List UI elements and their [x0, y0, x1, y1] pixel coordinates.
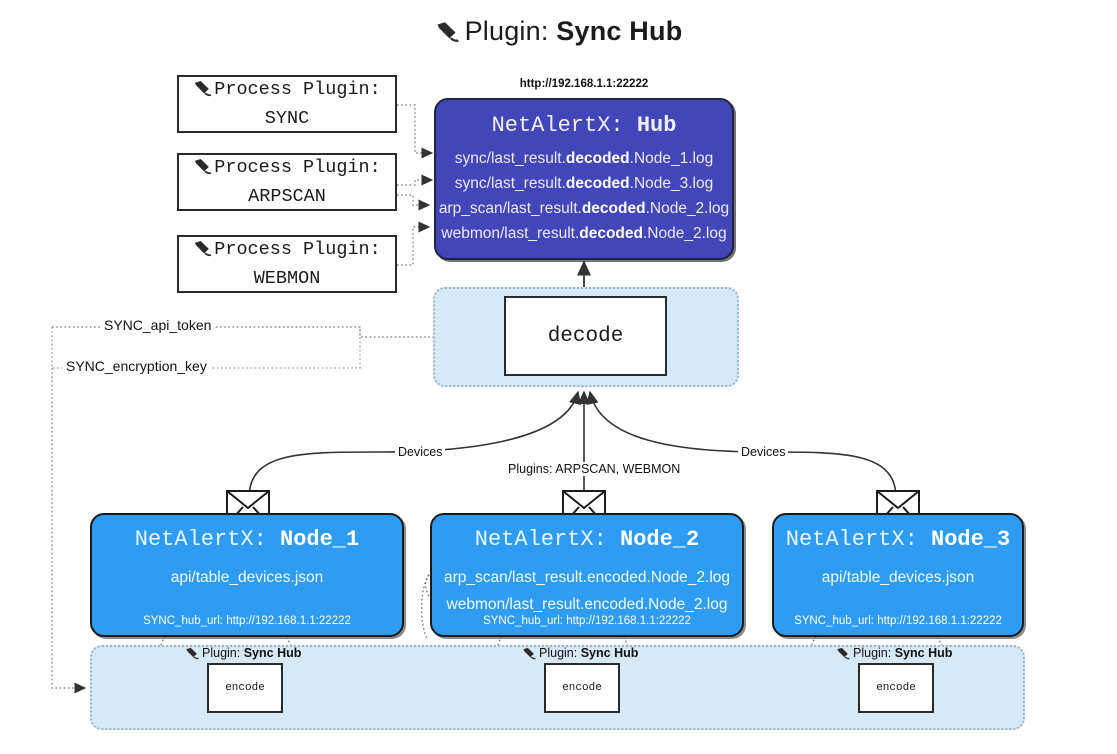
decode-label: decode: [547, 324, 624, 348]
hub-title: NetAlertX: Hub: [436, 113, 732, 138]
node-line: webmon/last_result.encoded.Node_2.log: [446, 596, 728, 613]
edge-label-plugins-mid: Plugins: ARPSCAN, WEBMON: [505, 462, 684, 476]
node-1-title: NetAlertX: Node_1: [134, 527, 360, 552]
encode-box-node-2[interactable]: encode: [544, 663, 620, 713]
plug-icon: [193, 80, 213, 106]
encode-label: encode: [876, 682, 916, 694]
plug-icon: [193, 240, 213, 266]
plug-icon: [836, 647, 851, 663]
process-plugin-webmon-label: Process Plugin:: [214, 238, 381, 260]
plug-icon: [522, 647, 537, 663]
sync-encryption-key-label: SYNC_encryption_key: [62, 358, 211, 374]
hub-url-label: http://192.168.1.1:22222: [519, 78, 649, 90]
hub-log-line: webmon/last_result.decoded.Node_2.log: [441, 225, 727, 242]
page-title-name: Sync Hub: [556, 16, 683, 46]
process-plugin-sync-box[interactable]: Process Plugin: SYNC: [177, 75, 397, 133]
node-line: api/table_devices.json: [170, 569, 324, 586]
node-3-lines: api/table_devices.json: [774, 564, 1022, 591]
hub-log-list: sync/last_result.decoded.Node_1.log sync…: [436, 146, 732, 246]
node-card-node-2[interactable]: NetAlertX: Node_2 arp_scan/last_result.e…: [430, 513, 744, 637]
plug-icon: [185, 647, 200, 663]
hub-title-name: Hub: [636, 113, 677, 138]
encode-group-3-label: Plugin: Sync Hub: [836, 646, 952, 663]
node-1-footer: SYNC_hub_url: http://192.168.1.1:22222: [143, 615, 351, 627]
hub-log-line: arp_scan/last_result.decoded.Node_2.log: [438, 200, 730, 217]
process-plugin-webmon-name: WEBMON: [253, 267, 321, 289]
encode-group-1-label: Plugin: Sync Hub: [185, 646, 301, 663]
page-title: Plugin: Sync Hub: [0, 16, 1117, 50]
decode-box[interactable]: decode: [504, 296, 667, 376]
node-line: api/table_devices.json: [821, 569, 975, 586]
process-plugin-sync-label: Process Plugin:: [214, 78, 381, 100]
edge-label-devices-left: Devices: [395, 445, 446, 459]
process-plugin-arpscan-box[interactable]: Process Plugin: ARPSCAN: [177, 153, 397, 211]
process-plugin-webmon-box[interactable]: Process Plugin: WEBMON: [177, 235, 397, 293]
node-line: arp_scan/last_result.encoded.Node_2.log: [443, 569, 731, 586]
hub-title-prefix: NetAlertX:: [491, 113, 624, 138]
encode-box-node-1[interactable]: encode: [207, 663, 283, 713]
hub-log-line: sync/last_result.decoded.Node_1.log: [454, 150, 714, 167]
sync-api-token-label: SYNC_api_token: [100, 317, 216, 333]
node-2-lines: arp_scan/last_result.encoded.Node_2.log …: [432, 564, 742, 618]
encode-group-2-label: Plugin: Sync Hub: [522, 646, 638, 663]
process-plugin-sync-name: SYNC: [264, 107, 310, 129]
page-title-prefix: Plugin:: [464, 16, 549, 46]
node-2-title: NetAlertX: Node_2: [474, 527, 700, 552]
node-3-title: NetAlertX: Node_3: [785, 527, 1011, 552]
node-card-node-1[interactable]: NetAlertX: Node_1 api/table_devices.json…: [90, 513, 404, 637]
encode-box-node-3[interactable]: encode: [858, 663, 934, 713]
process-plugin-sync-line1: Process Plugin:: [193, 77, 381, 106]
process-plugin-arpscan-label: Process Plugin:: [214, 156, 381, 178]
plug-icon: [435, 19, 461, 50]
hub-log-line: sync/last_result.decoded.Node_3.log: [454, 175, 714, 192]
plug-icon: [193, 158, 213, 184]
process-plugin-webmon-line1: Process Plugin:: [193, 237, 381, 266]
encode-label: encode: [562, 682, 602, 694]
node-card-node-3[interactable]: NetAlertX: Node_3 api/table_devices.json…: [772, 513, 1024, 637]
process-plugin-arpscan-name: ARPSCAN: [248, 185, 326, 207]
process-plugin-arpscan-line1: Process Plugin:: [193, 155, 381, 184]
node-3-footer: SYNC_hub_url: http://192.168.1.1:22222: [794, 615, 1002, 627]
encode-label: encode: [225, 682, 265, 694]
hub-card[interactable]: NetAlertX: Hub sync/last_result.decoded.…: [434, 98, 734, 260]
node-1-lines: api/table_devices.json: [92, 564, 402, 591]
edge-label-devices-right: Devices: [738, 445, 789, 459]
node-2-footer: SYNC_hub_url: http://192.168.1.1:22222: [483, 615, 691, 627]
